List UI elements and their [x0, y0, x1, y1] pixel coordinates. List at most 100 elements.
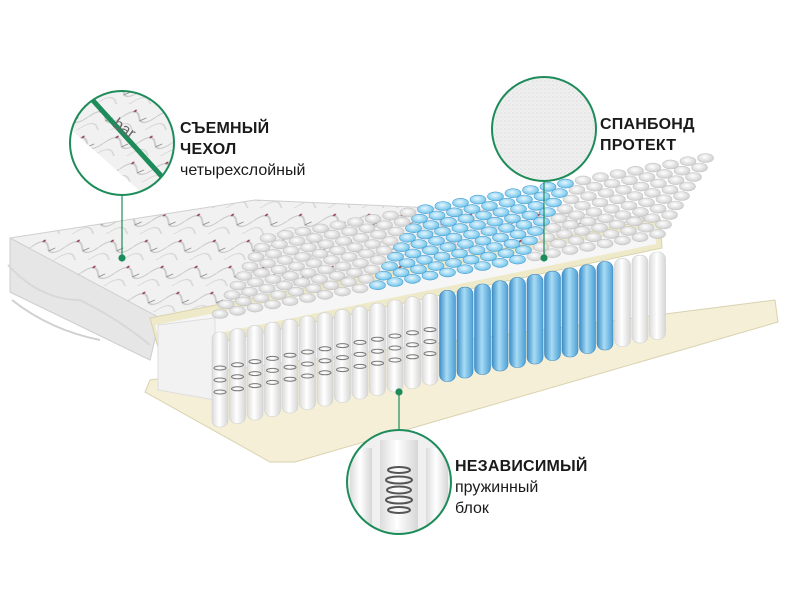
spring-coil: [353, 339, 367, 345]
spring-top: [247, 252, 265, 262]
spring-top: [673, 165, 691, 176]
spring-coil: [406, 330, 419, 336]
spring-top: [299, 267, 317, 278]
spring-pocket: [509, 277, 526, 368]
zoom-cover-icon: bar: [69, 90, 175, 196]
spring-pocket: [614, 258, 631, 347]
spring-top: [655, 219, 672, 230]
spring-top: [293, 277, 311, 288]
spring-top: [399, 207, 417, 218]
spring-top: [492, 232, 509, 243]
spring-coil: [231, 374, 244, 380]
callout-leaders: [118, 181, 548, 430]
spring-top: [305, 283, 322, 294]
spring-top: [393, 242, 410, 252]
spring-top: [387, 251, 404, 262]
spring-top: [334, 286, 351, 297]
spring-top: [591, 197, 609, 208]
spring-top: [556, 229, 573, 239]
spring-top: [545, 197, 562, 208]
spring-top: [323, 229, 341, 240]
spring-top: [522, 185, 539, 195]
spring-top: [281, 296, 299, 307]
spring-top: [271, 239, 288, 250]
spring-top: [440, 217, 457, 227]
spring-top: [253, 267, 270, 278]
spring-top: [451, 223, 469, 233]
spring-top: [264, 274, 282, 284]
spring-top: [550, 213, 568, 224]
spring-top: [632, 207, 649, 217]
spring-top: [538, 232, 556, 243]
callout-spunbond-title-1: СПАНБОНД: [600, 116, 695, 133]
spring-top: [638, 197, 655, 208]
callout-cover-label: СЪЕМНЫЙ ЧЕХОЛ четырехслойный: [180, 118, 305, 181]
spring-top: [276, 255, 294, 265]
spring-top: [300, 242, 317, 253]
spring-top: [568, 185, 586, 195]
spring-top: [346, 242, 364, 253]
spring-top: [411, 213, 428, 224]
spring-top: [615, 185, 632, 195]
spring-top: [445, 258, 462, 268]
spring-top: [673, 191, 690, 201]
spring-top: [270, 290, 287, 300]
spring-coil: [213, 365, 227, 371]
spring-top: [386, 277, 404, 287]
spring-top: [445, 232, 463, 243]
callout-cover-title-2: ЧЕХОЛ: [180, 141, 237, 158]
callout-springs-title: НЕЗАВИСИМЫЙ: [455, 458, 588, 475]
spring-top: [474, 235, 492, 246]
spring-top: [422, 220, 440, 230]
spring-coil: [283, 352, 297, 358]
spring-top: [679, 181, 696, 192]
spring-top: [561, 245, 579, 255]
spring-top: [602, 229, 620, 239]
spring-top: [369, 255, 387, 265]
spring-top: [340, 277, 357, 287]
spring-pocket: [229, 328, 246, 424]
spring-top: [229, 305, 246, 316]
spring-top: [509, 229, 527, 240]
spring-top: [468, 245, 486, 255]
spring-coil: [423, 351, 437, 357]
spring-top: [469, 194, 487, 205]
spring-top: [656, 169, 673, 179]
spring-top: [603, 204, 620, 214]
spring-top: [416, 254, 433, 265]
spring-coil: [231, 386, 244, 392]
spring-coil: [336, 367, 349, 373]
spring-top: [498, 223, 515, 233]
spring-top: [381, 261, 398, 272]
spring-coil: [231, 362, 244, 368]
spring-coil: [301, 373, 314, 379]
spring-top: [532, 242, 550, 252]
spring-top: [661, 210, 678, 220]
callout-cover-title-1: СЪЕМНЫЙ: [180, 120, 270, 137]
spring-top: [364, 214, 382, 224]
spring-coil: [213, 377, 227, 383]
spring-top: [638, 172, 656, 182]
spring-top: [381, 236, 399, 246]
spring-top: [439, 242, 457, 252]
spring-coil: [388, 333, 402, 339]
spring-top: [364, 239, 381, 249]
spring-top: [627, 166, 644, 176]
spring-top: [259, 258, 276, 269]
spring-pocket: [456, 286, 474, 379]
spring-top: [376, 220, 393, 230]
spring-coil: [371, 348, 384, 354]
spring-top: [487, 191, 504, 202]
spring-top: [643, 213, 661, 223]
spring-top: [463, 229, 480, 240]
spring-pocket: [264, 322, 281, 417]
spring-top: [276, 280, 293, 291]
callout-cover-subtitle: четырехслойный: [180, 162, 306, 179]
spring-top: [317, 239, 335, 249]
spring-top: [294, 252, 311, 262]
spring-top: [621, 175, 638, 186]
spring-top: [299, 293, 316, 303]
spring-top: [452, 198, 469, 208]
spring-top: [246, 302, 264, 313]
